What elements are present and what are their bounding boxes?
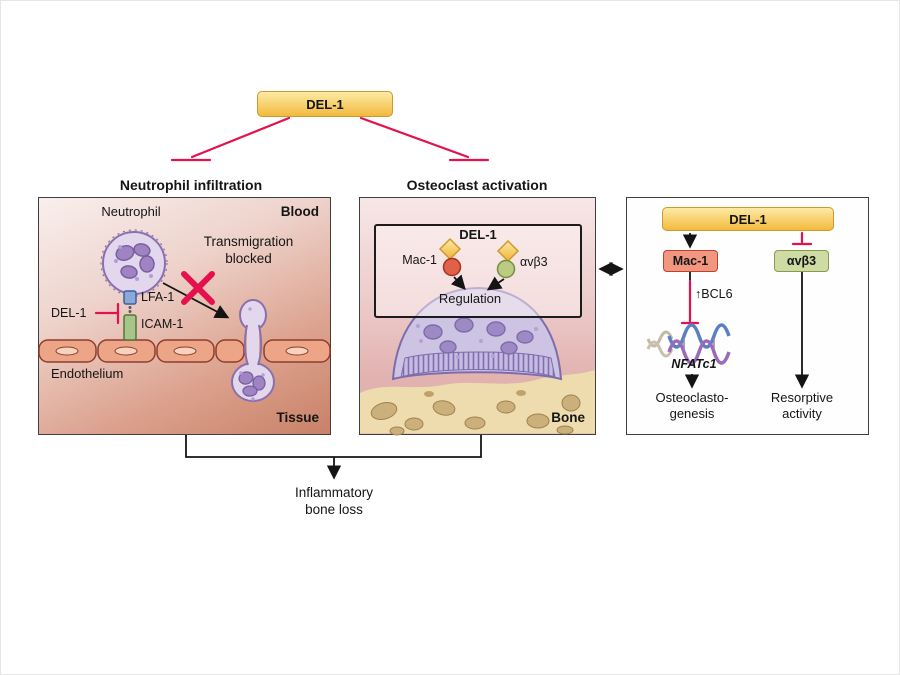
nfatc1-label: NFATc1 [671, 357, 717, 371]
ruffled-border [400, 351, 556, 378]
outcome-label: Inflammatory bone loss [259, 485, 409, 519]
del1-to-avb3-tbar [791, 231, 813, 246]
osteoclastogenesis-label: Osteoclasto- genesis [640, 390, 744, 423]
del1-inhibit-tbar [94, 302, 120, 325]
mac1-box: Mac-1 [663, 250, 718, 272]
left-panel-title: Neutrophil infiltration [119, 177, 263, 193]
transmigrating-neutrophil [231, 299, 275, 402]
panel-signaling-pathway [626, 197, 869, 435]
tissue-label: Tissue [276, 410, 319, 425]
resorptive-line1: Resorptive [770, 390, 834, 405]
mac1-to-nfatc1-tbar [680, 272, 700, 325]
transmigration-line2: blocked [225, 250, 272, 266]
endothelium-strip [38, 339, 331, 363]
mac1-label-middle: Mac-1 [402, 253, 437, 267]
del1-box-top: DEL-1 [257, 91, 393, 117]
inhibit-line-right [359, 116, 490, 162]
panel-neutrophil-infiltration [38, 197, 331, 435]
neutrophil-cell [100, 229, 168, 297]
bone-label: Bone [551, 410, 585, 425]
regulation-label: Regulation [438, 291, 502, 306]
avb3-box: αvβ3 [774, 250, 829, 272]
icam1-label: ICAM-1 [141, 317, 184, 331]
transmigration-line1: Transmigration [203, 234, 294, 249]
del1-label-inner-box: DEL-1 [459, 227, 497, 242]
middle-panel-title: Osteoclast activation [406, 177, 548, 193]
blood-label: Blood [280, 204, 319, 219]
bone-matrix [360, 370, 595, 436]
resorptive-line2: activity [782, 406, 822, 422]
del1-box-right: DEL-1 [662, 207, 834, 231]
transmigration-arrow [162, 282, 230, 319]
endothelium-label: Endothelium [51, 366, 124, 381]
outcome-bracket [185, 435, 482, 458]
regulation-arrow-left [450, 274, 466, 290]
avb3-label-middle: αvβ3 [520, 255, 548, 269]
neutrophil-label: Neutrophil [101, 204, 161, 219]
del1-label-left-panel: DEL-1 [51, 306, 87, 320]
blocked-x-icon [181, 271, 215, 305]
transmigration-blocked-label: Transmigration blocked [181, 234, 316, 268]
inhibit-line-left [170, 116, 291, 162]
osteogenesis-line1: Osteoclasto- [655, 390, 729, 405]
outcome-line2: bone loss [305, 501, 363, 517]
dna-helix [646, 323, 731, 365]
osteogenesis-line2: genesis [669, 406, 715, 422]
regulation-arrow-right [486, 276, 505, 291]
outcome-line1: Inflammatory [294, 485, 374, 500]
resorptive-activity-label: Resorptive activity [750, 390, 854, 423]
bcl6-label: ↑BCL6 [695, 287, 733, 301]
binding-dot [128, 306, 132, 309]
avb3-receptor [496, 259, 516, 279]
lfa1-label: LFA-1 [141, 290, 175, 304]
inner-regulation-box [374, 224, 582, 318]
icam1-receptor [123, 314, 137, 341]
mac1-receptor [442, 257, 462, 277]
binding-dot [128, 310, 132, 313]
lfa1-receptor [123, 290, 137, 305]
